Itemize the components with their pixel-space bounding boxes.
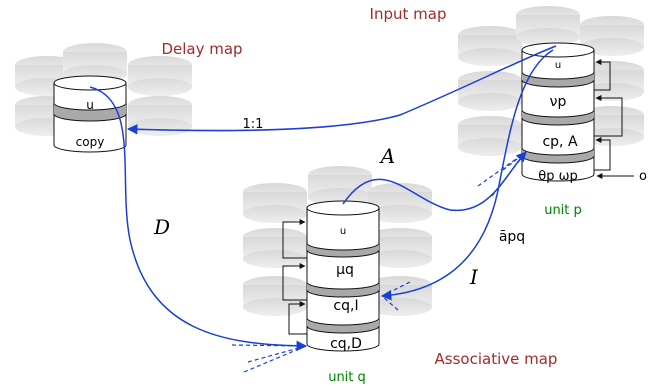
unit-q-label: unit q bbox=[328, 370, 366, 385]
edge-delay-to-assoc bbox=[89, 86, 308, 352]
delay-cell-u: u bbox=[86, 98, 94, 112]
delay-map-background bbox=[15, 43, 192, 136]
input-map-background bbox=[458, 6, 644, 156]
assoc-cell-cI: cq,I bbox=[333, 298, 358, 314]
input-cell-c: cp, A bbox=[542, 134, 577, 150]
external-input-o: o bbox=[639, 169, 647, 184]
delay-cell-copy: copy bbox=[76, 135, 105, 149]
assoc-cell-cD: cq,D bbox=[330, 336, 362, 352]
associative-unit-stack bbox=[282, 200, 380, 352]
associative-map-background bbox=[243, 166, 432, 316]
dashed-inputs bbox=[231, 151, 527, 373]
assoc-cell-mu: μq bbox=[336, 262, 354, 278]
edge-label-1to1: 1:1 bbox=[243, 117, 264, 132]
assoc-cell-u: u bbox=[340, 226, 346, 237]
connections bbox=[89, 45, 557, 352]
edge-input-to-delay bbox=[126, 45, 557, 135]
associative-map-title: Associative map bbox=[435, 350, 558, 368]
edge-label-A: A bbox=[379, 144, 395, 168]
delay-map-title: Delay map bbox=[161, 40, 242, 58]
input-cell-nu: νp bbox=[550, 94, 567, 110]
edge-label-D: D bbox=[153, 215, 170, 239]
weight-label: āpq bbox=[499, 229, 525, 245]
edge-label-I: I bbox=[469, 265, 479, 289]
input-cell-theta-omega: θp ωp bbox=[538, 169, 577, 184]
input-map-title: Input map bbox=[370, 5, 447, 23]
input-cell-u: u bbox=[555, 60, 561, 71]
edge-input-to-assoc bbox=[380, 49, 554, 301]
unit-p-label: unit p bbox=[544, 203, 582, 218]
